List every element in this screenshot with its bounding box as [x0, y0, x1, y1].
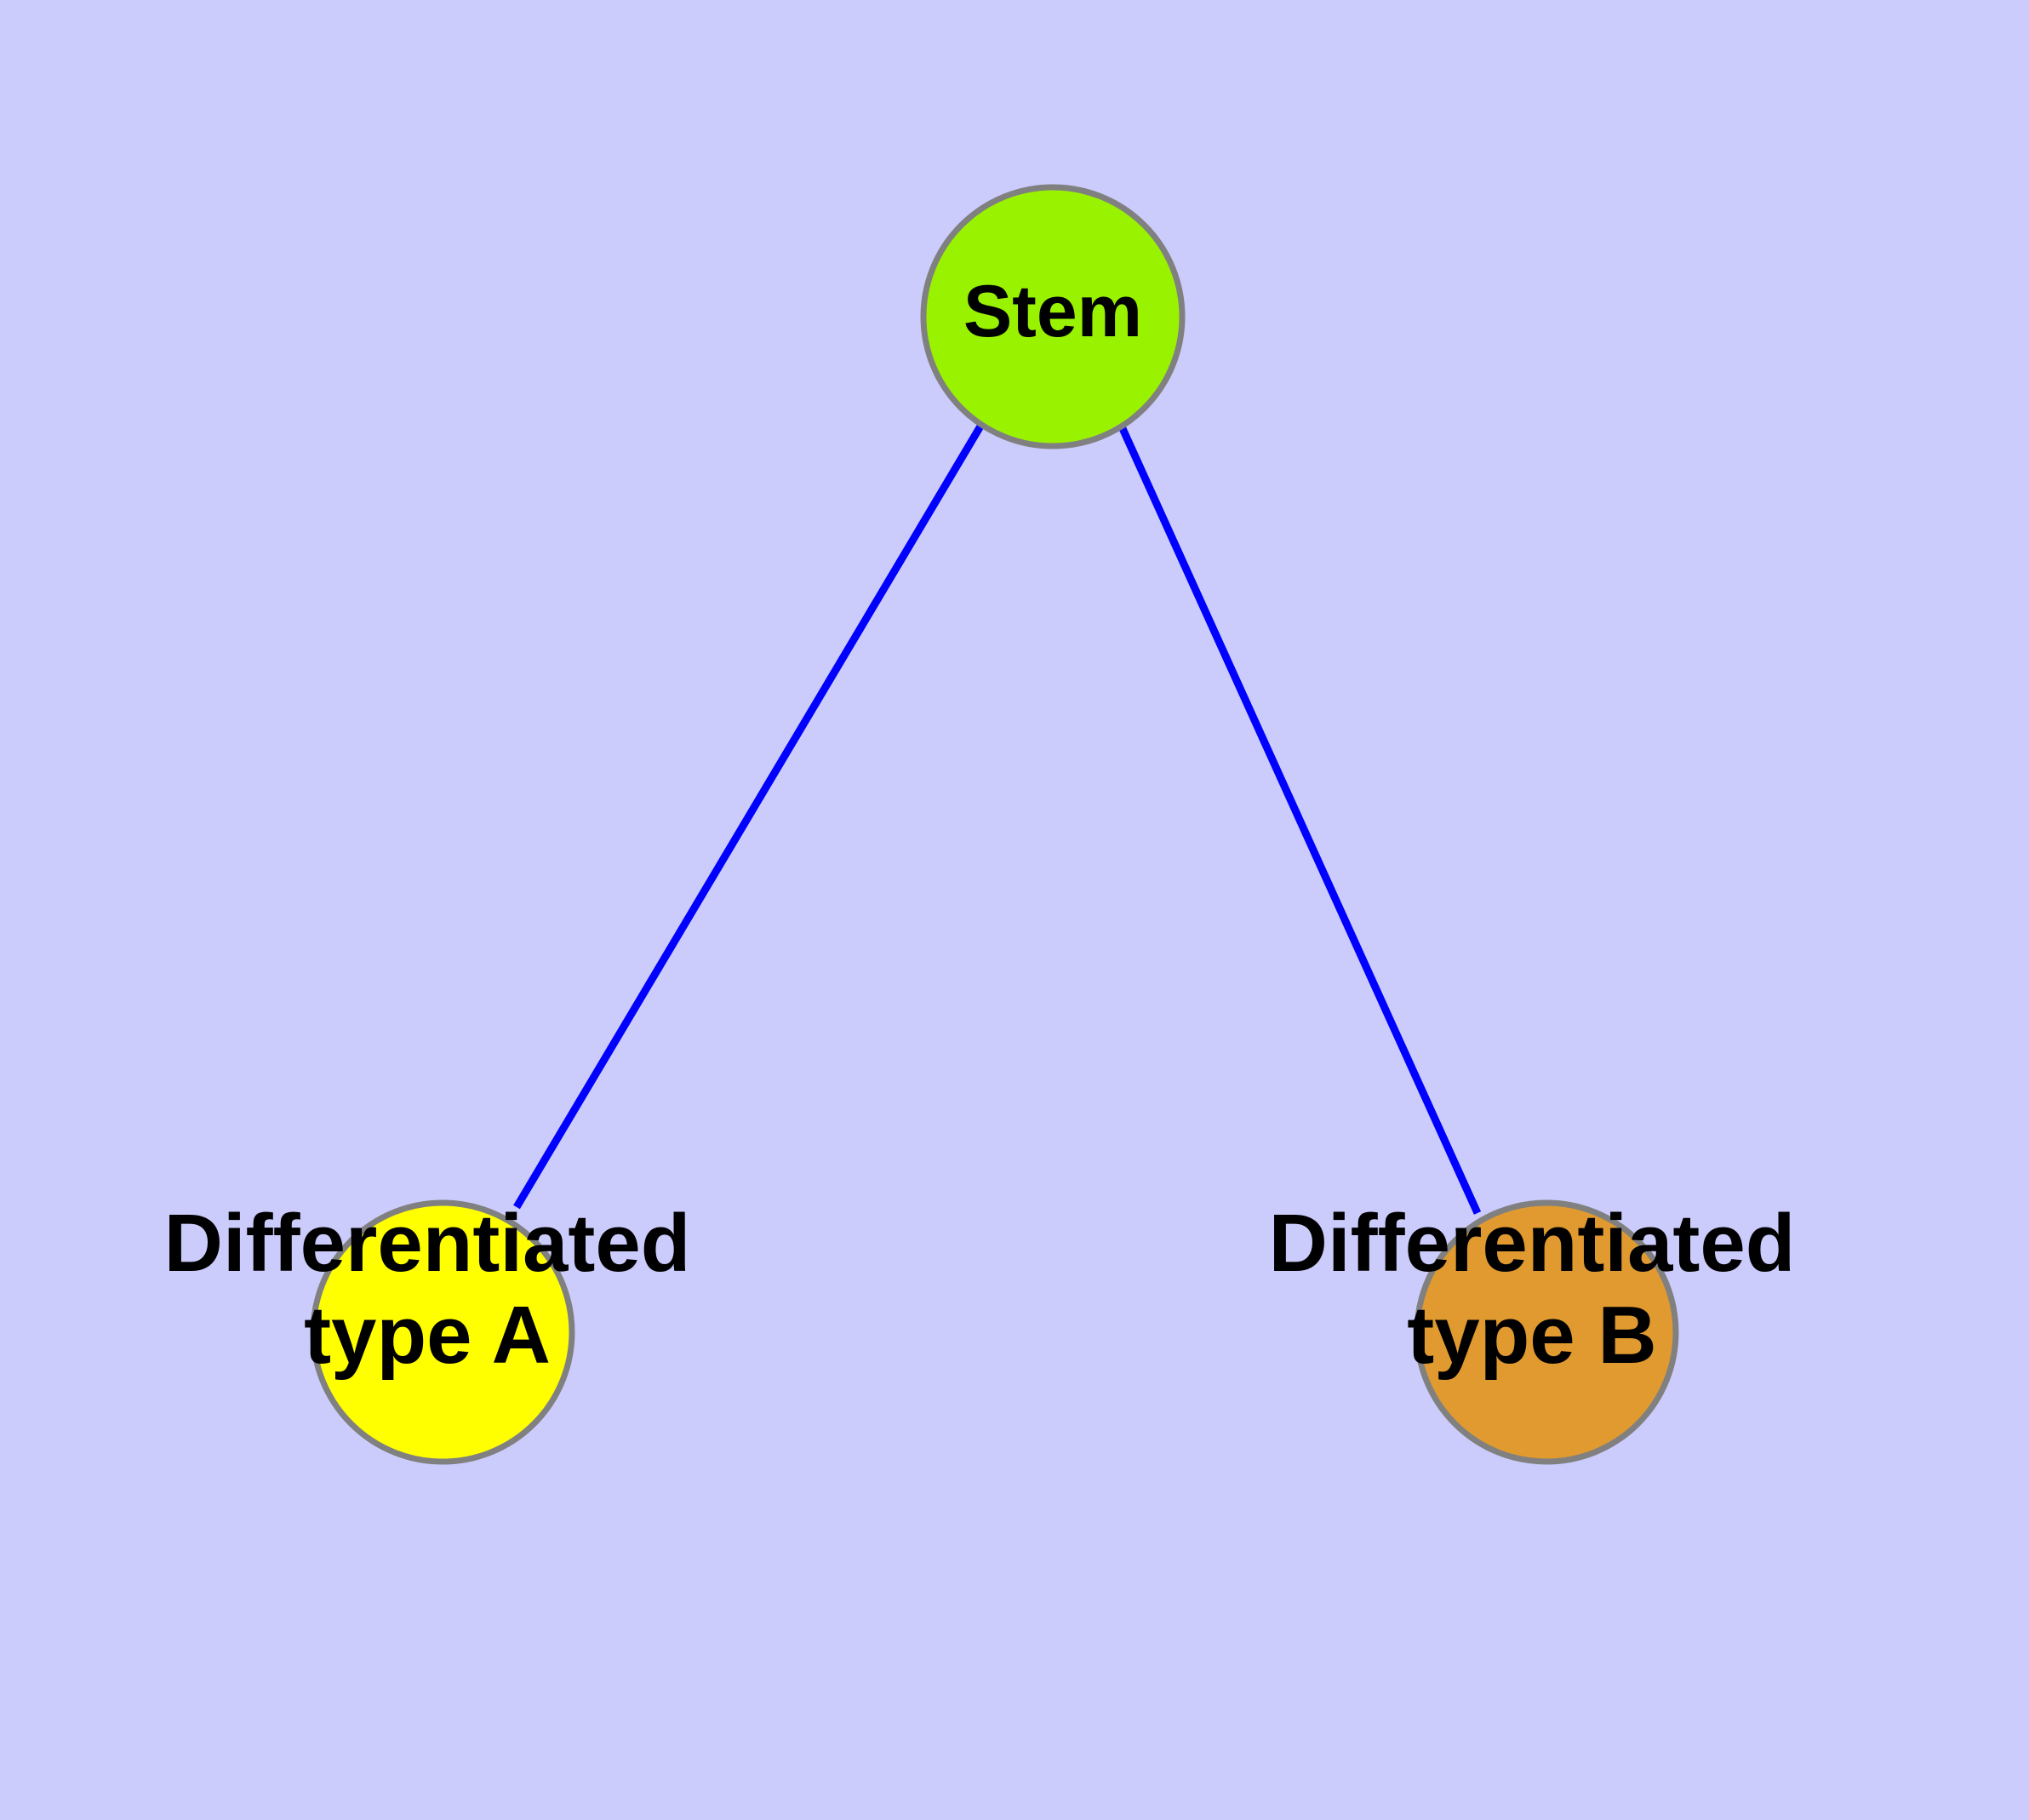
node-label-line: Differentiated	[164, 1199, 691, 1290]
node-group	[310, 184, 1679, 1465]
node-label-line: Stem	[963, 271, 1142, 352]
node-label-line: type B	[1407, 1290, 1656, 1381]
node-label-line: Differentiated	[1269, 1199, 1796, 1290]
node-label-stem: Stem	[963, 271, 1142, 352]
edge-stem-to-differentiated-type-a[interactable]	[513, 422, 985, 1210]
edge-group	[513, 422, 1482, 1215]
node-differentiated-type-b[interactable]	[1414, 1199, 1679, 1465]
node-stem[interactable]	[920, 184, 1186, 449]
edge-stem-to-differentiated-type-b[interactable]	[1117, 423, 1482, 1215]
node-differentiated-type-a[interactable]	[310, 1199, 575, 1465]
node-label-line: type A	[304, 1290, 551, 1381]
